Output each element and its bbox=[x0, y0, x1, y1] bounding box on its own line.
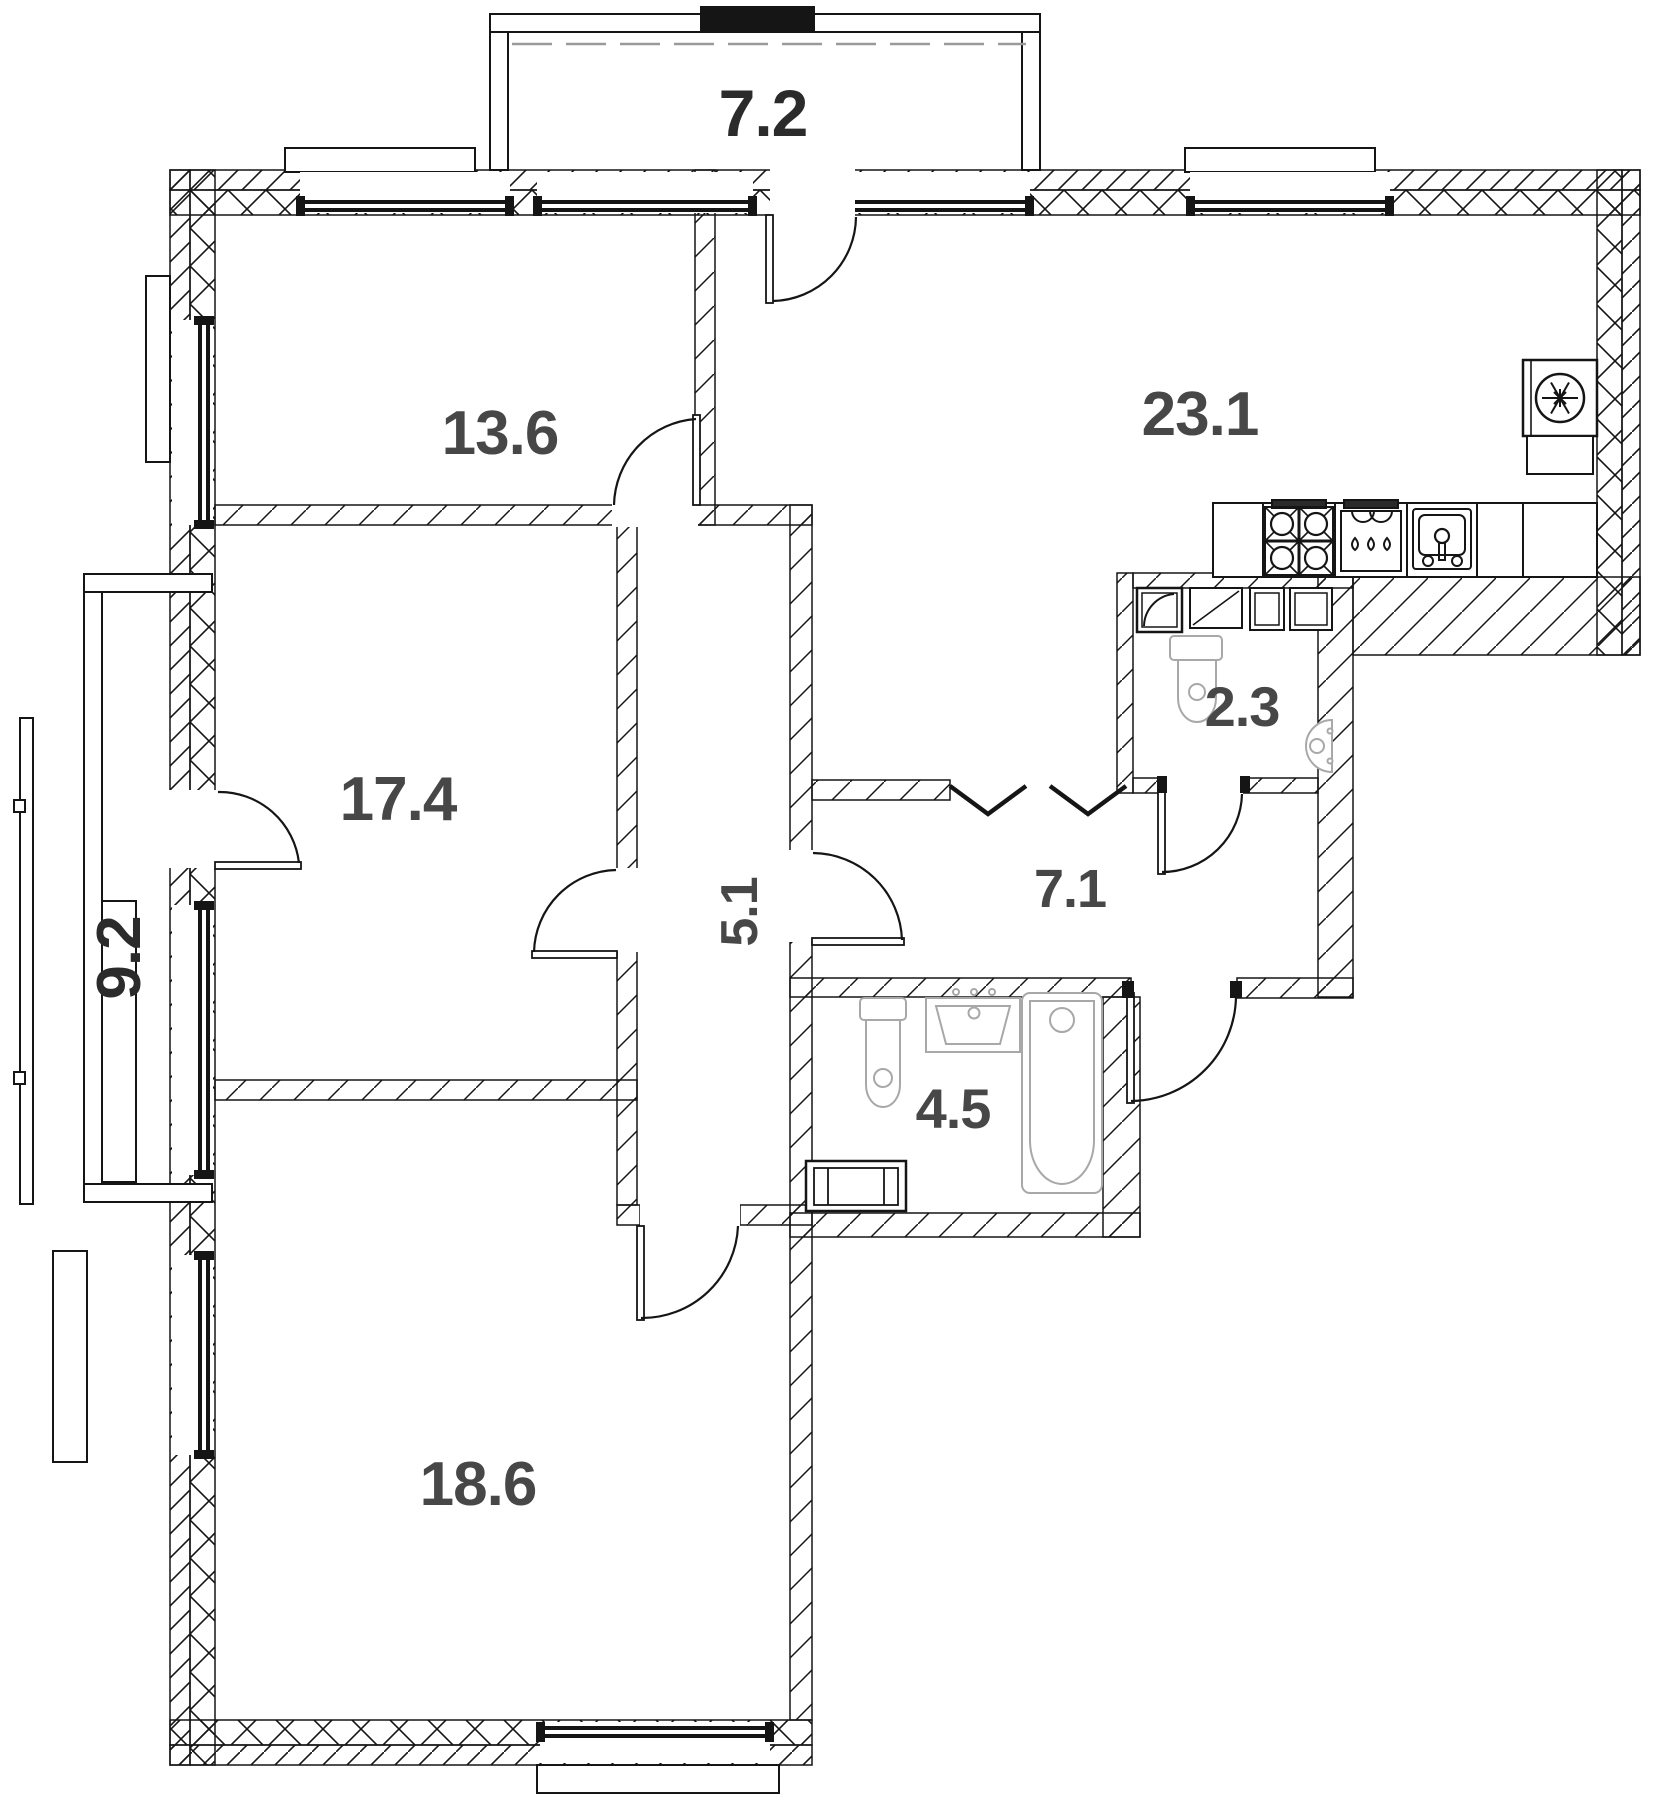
balcony-post bbox=[700, 6, 815, 32]
room-label-balcony-left: 9.2 bbox=[85, 916, 154, 999]
room-label-balcony-top: 7.2 bbox=[719, 76, 808, 150]
kitchen-sink-icon bbox=[1412, 508, 1472, 570]
wc-toilet-icon bbox=[1169, 635, 1223, 723]
door-wc bbox=[1157, 776, 1250, 875]
room-label-17-4: 17.4 bbox=[340, 765, 458, 834]
vanity-washbasin-icon bbox=[925, 988, 1021, 1053]
stove-4-burners-icon bbox=[1264, 506, 1334, 576]
room-label-18-6: 18.6 bbox=[420, 1450, 537, 1519]
bathroom-toilet-icon bbox=[859, 997, 907, 1108]
balcony-door-kitchen bbox=[765, 214, 858, 304]
room-labels: 7.2 13.6 23.1 9.2 17.4 5.1 7.1 2.3 4.5 1… bbox=[85, 76, 1280, 1519]
room-label-13-6: 13.6 bbox=[442, 399, 559, 468]
bathtub-icon bbox=[1021, 992, 1103, 1194]
door-corridor-hallway bbox=[811, 851, 905, 946]
wc-fixtures bbox=[1135, 586, 1334, 774]
window-13-6-top bbox=[296, 172, 514, 216]
window-13-6-left bbox=[172, 316, 214, 529]
balcony-left bbox=[13, 573, 213, 1205]
window-17-4 bbox=[172, 901, 214, 1179]
entrance-door bbox=[1122, 981, 1242, 1104]
window-balcony-left bbox=[533, 172, 757, 216]
room-label-7-1: 7.1 bbox=[1034, 859, 1106, 919]
exterior-walls bbox=[169, 169, 1641, 1766]
open-passage-chevrons bbox=[948, 784, 1128, 817]
hood-bar-dishwasher bbox=[1343, 499, 1399, 509]
radiator-box-top-right bbox=[1184, 147, 1376, 173]
cabinet-icon-2 bbox=[1289, 587, 1333, 631]
doors bbox=[214, 214, 1250, 1321]
window-balcony-right bbox=[855, 172, 1034, 216]
room-label-2-3: 2.3 bbox=[1205, 675, 1280, 738]
sill-box-bottom bbox=[536, 1764, 780, 1794]
bathroom-fixtures bbox=[804, 988, 1103, 1213]
sill-box-18-6 bbox=[52, 1250, 88, 1463]
door-13-6 bbox=[612, 414, 701, 506]
wc-corner-washbasin-icon bbox=[1305, 718, 1334, 774]
balcony-top bbox=[489, 6, 1041, 171]
fridge-snowflake-icon bbox=[1534, 372, 1586, 424]
door-openings bbox=[168, 168, 1243, 1227]
room-label-4-5: 4.5 bbox=[916, 1077, 991, 1140]
window-18-6-left bbox=[172, 1251, 214, 1459]
window-kitchen bbox=[1186, 172, 1394, 216]
radiator-box-left bbox=[145, 275, 171, 463]
room-label-5-1: 5.1 bbox=[711, 877, 769, 946]
room-label-23-1: 23.1 bbox=[1142, 380, 1259, 449]
door-18-6 bbox=[636, 1225, 740, 1321]
dishwasher-icon bbox=[1340, 510, 1402, 572]
radiator-box-top-left bbox=[284, 147, 476, 173]
washing-machine-cabinet-icon bbox=[804, 1159, 908, 1213]
window-18-6-bottom bbox=[536, 1722, 774, 1763]
balcony-door-17-4 bbox=[214, 790, 302, 870]
door-17-4 bbox=[531, 868, 618, 959]
fridge-icon bbox=[1521, 358, 1599, 475]
